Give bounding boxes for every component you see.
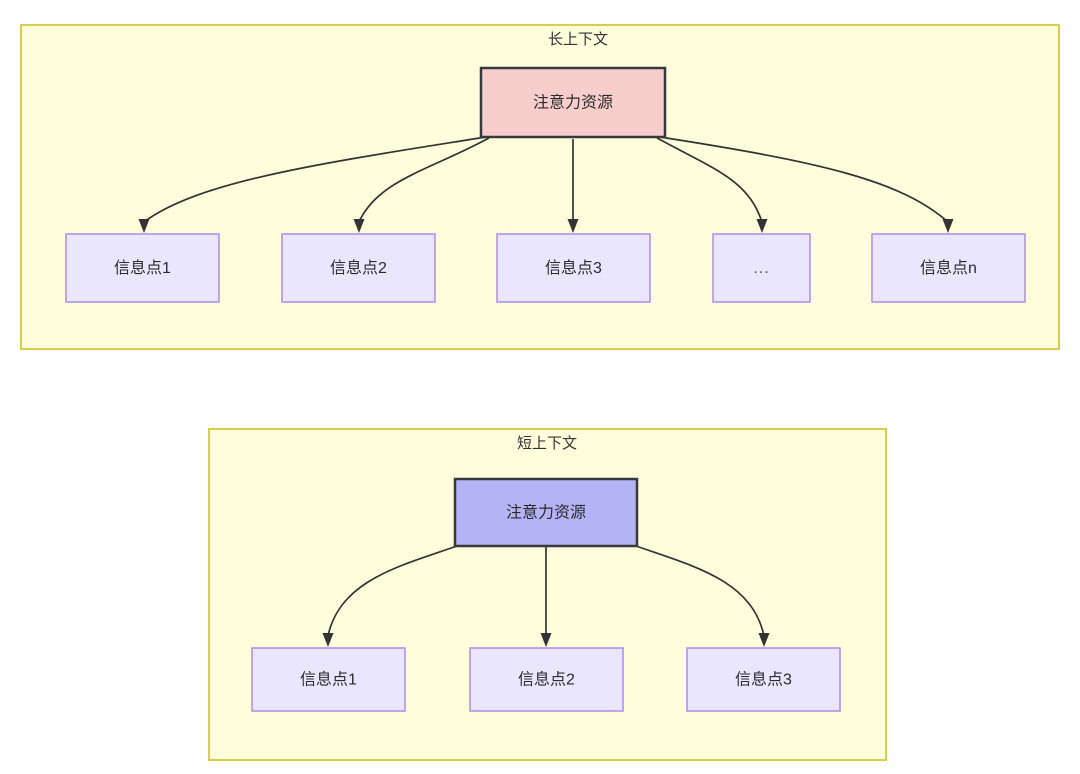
group-title-short-context: 短上下文 bbox=[517, 435, 577, 452]
edge-attention-to-info-point-1 bbox=[143, 136, 487, 223]
node-attention-long-rect[interactable] bbox=[479, 66, 667, 139]
node-info-point-1[interactable]: 信息点1 bbox=[65, 233, 220, 303]
node-attention-long[interactable]: 注意力资源 bbox=[479, 66, 667, 139]
edge-attention-to-info-point-ellipsis bbox=[656, 137, 763, 223]
arrowhead-info-point-2 bbox=[353, 219, 365, 233]
node-short-info-point-2-rect[interactable] bbox=[469, 647, 624, 712]
node-info-point-3[interactable]: 信息点3 bbox=[496, 233, 651, 303]
node-info-point-n-label: 信息点n bbox=[920, 259, 977, 277]
node-attention-short-rect[interactable] bbox=[453, 477, 639, 548]
node-info-point-1-label: 信息点1 bbox=[114, 259, 171, 277]
node-short-info-point-1-rect[interactable] bbox=[251, 647, 406, 712]
node-info-point-n-rect[interactable] bbox=[871, 233, 1026, 303]
node-info-point-n[interactable]: 信息点n bbox=[871, 233, 1026, 303]
edge-attention-to-info-point-n bbox=[659, 136, 949, 223]
arrowhead-info-point-ellipsis bbox=[756, 219, 768, 233]
node-info-point-ellipsis-label: ... bbox=[753, 260, 769, 277]
node-short-info-point-1-label: 信息点1 bbox=[300, 671, 357, 689]
node-attention-long-label: 注意力资源 bbox=[533, 93, 613, 112]
node-short-info-point-2[interactable]: 信息点2 bbox=[469, 647, 624, 712]
edge-attention-short-to-info-point-3 bbox=[635, 545, 765, 637]
node-info-point-3-rect[interactable] bbox=[496, 233, 651, 303]
node-info-point-1-rect[interactable] bbox=[65, 233, 220, 303]
edge-attention-short-to-info-point-1 bbox=[327, 545, 458, 637]
group-title-long-context: 长上下文 bbox=[548, 31, 608, 48]
group-long-context: 长上下文 注意力资源 信息点1 信息点2 bbox=[20, 24, 1060, 350]
node-info-point-2-label: 信息点2 bbox=[330, 259, 387, 277]
group-short-context: 短上下文 注意力资源 信息点1 信息点2 信息点3 bbox=[208, 428, 887, 761]
node-info-point-2[interactable]: 信息点2 bbox=[281, 233, 436, 303]
node-info-point-ellipsis-rect[interactable] bbox=[712, 233, 811, 303]
arrowhead-info-point-1 bbox=[138, 219, 150, 233]
node-info-point-3-label: 信息点3 bbox=[545, 259, 602, 277]
edges-long-context bbox=[138, 136, 954, 233]
node-short-info-point-3-rect[interactable] bbox=[686, 647, 841, 712]
arrowhead-info-point-n bbox=[942, 219, 954, 233]
node-info-point-ellipsis[interactable]: ... bbox=[712, 233, 811, 303]
edge-attention-to-info-point-2 bbox=[358, 137, 490, 223]
arrowhead-short-info-point-2 bbox=[540, 633, 552, 647]
node-attention-short[interactable]: 注意力资源 bbox=[453, 477, 639, 548]
node-short-info-point-2-label: 信息点2 bbox=[518, 671, 575, 689]
arrowhead-short-info-point-1 bbox=[322, 633, 334, 647]
edges-short-context bbox=[322, 545, 770, 647]
node-short-info-point-3[interactable]: 信息点3 bbox=[686, 647, 841, 712]
arrowhead-info-point-3 bbox=[567, 219, 579, 233]
node-info-point-2-rect[interactable] bbox=[281, 233, 436, 303]
node-short-info-point-1[interactable]: 信息点1 bbox=[251, 647, 406, 712]
node-short-info-point-3-label: 信息点3 bbox=[735, 671, 792, 689]
arrowhead-short-info-point-3 bbox=[758, 633, 770, 647]
node-attention-short-label: 注意力资源 bbox=[506, 503, 586, 522]
